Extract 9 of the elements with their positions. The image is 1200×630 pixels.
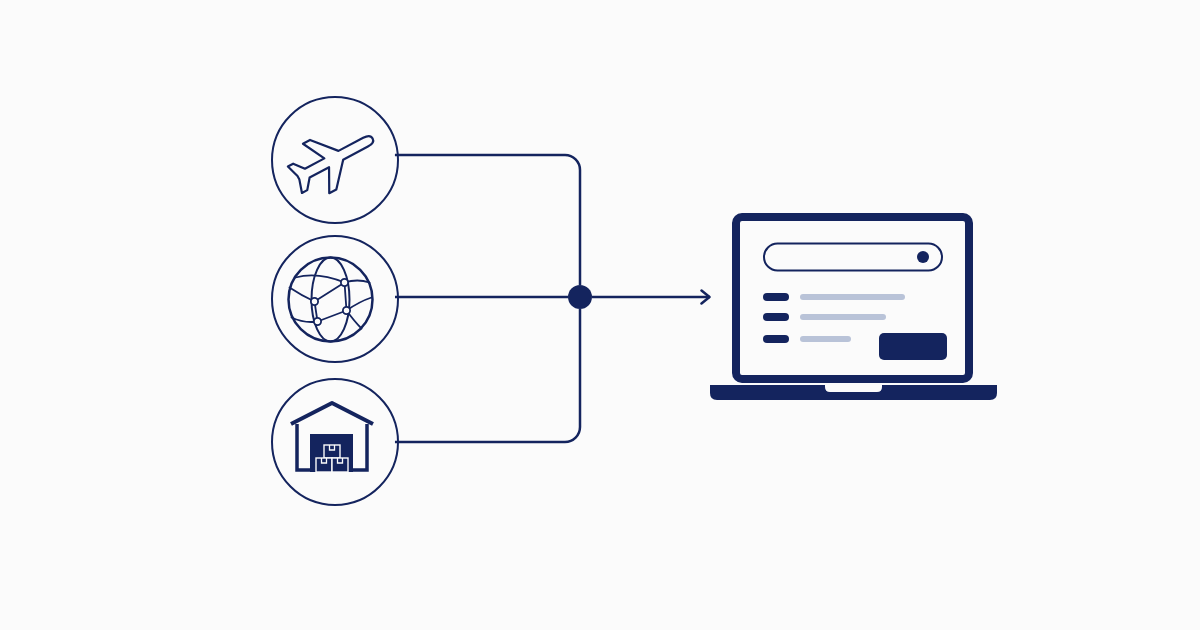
arrow <box>592 289 711 305</box>
junction-dot <box>568 285 592 309</box>
connector-line <box>394 153 582 285</box>
connector-line <box>394 309 582 444</box>
connector-line <box>395 295 568 299</box>
laptop-illustration <box>710 212 998 402</box>
icon-circle <box>271 378 399 506</box>
icon-circle <box>271 96 399 224</box>
icon-circle <box>271 235 399 363</box>
